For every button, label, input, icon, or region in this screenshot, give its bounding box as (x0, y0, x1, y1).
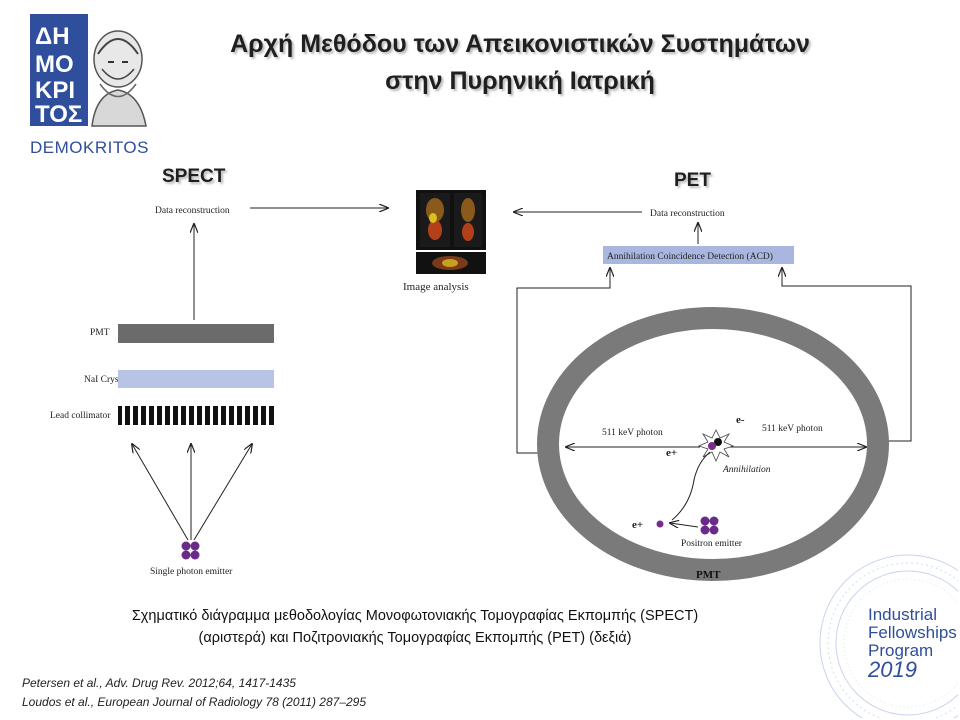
spect-ray-left (132, 444, 189, 541)
emitter-arrow (670, 523, 699, 527)
spect-data-reconstruction-label: Data reconstruction (155, 206, 230, 216)
program-circles-icon (819, 554, 958, 718)
slide-title-line1: Αρχή Μεθόδου των Απεικονιστικών Συστημάτ… (230, 30, 810, 58)
svg-text:ΚΡΙ: ΚΡΙ (35, 77, 75, 104)
program-line3: Program (868, 641, 934, 660)
crystal-bar (118, 370, 274, 388)
single-photon-emitter-icon (181, 541, 200, 560)
spect-ray-right (193, 444, 252, 541)
acd-box (603, 246, 794, 264)
caption-line1: Σχηματικό διάγραμμα μεθοδολογίας Μονοφωτ… (131, 608, 699, 624)
reference-2: Loudos et al., European Journal of Radio… (22, 695, 367, 709)
photon-left-label: 511 keV photon (602, 428, 663, 438)
pet-heading: PET (674, 170, 711, 191)
scan-images (416, 190, 486, 274)
svg-text:ΜΟ: ΜΟ (35, 51, 74, 78)
photon-right-label: 511 keV photon (762, 424, 823, 434)
svg-text:ΤΟΣ: ΤΟΣ (35, 101, 82, 128)
program-line2: Fellowships (868, 623, 957, 642)
single-photon-emitter-label: Single photon emitter (150, 567, 233, 577)
electron-dot (714, 438, 722, 446)
pet-left-wire (516, 268, 610, 454)
pet-detector-ring (537, 307, 889, 581)
e-plus-bottom-label: e+ (632, 519, 643, 531)
positron-dot-annihilation (708, 442, 716, 450)
acd-label: Annihilation Coincidence Detection (ACD) (607, 251, 773, 262)
image-analysis-label: Image analysis (403, 281, 469, 293)
program-year: 2019 (868, 657, 917, 682)
demokritos-logo: ΔΗ ΜΟ ΚΡΙ ΤΟΣ DEMOKRITOS (30, 14, 150, 157)
positron-emitter-icon (700, 516, 719, 535)
pet-data-reconstruction-label: Data reconstruction (650, 209, 725, 219)
pet-pmt-label: PMT (696, 569, 721, 581)
reference-1: Petersen et al., Adv. Drug Rev. 2012;64,… (22, 676, 296, 690)
collimator-label: Lead collimator (50, 411, 111, 421)
slide-title-line2: στην Πυρηνική Ιατρική (385, 67, 655, 95)
pmt-label: PMT (90, 328, 110, 338)
annihilation-label: Annihilation (722, 465, 771, 475)
e-plus-top-label: e+ (666, 447, 677, 459)
pet-right-wire (782, 268, 912, 442)
crystal-label: NaI Crystal (84, 375, 128, 385)
demokritos-emblem-icon: ΔΗ ΜΟ ΚΡΙ ΤΟΣ (30, 14, 147, 128)
imaging-diagram: Data reconstruction PMT NaI Crystal Lead… (50, 190, 912, 581)
industrial-fellowships-logo: Industrial Fellowships Program 2019 (798, 548, 958, 718)
positron-dot-emitted (656, 520, 664, 528)
demokritos-name: DEMOKRITOS (30, 138, 149, 157)
e-minus-label: e- (736, 414, 745, 426)
spect-heading: SPECT (162, 166, 226, 187)
annihilation-burst-icon (697, 429, 735, 462)
positron-emitter-label: Positron emitter (681, 539, 743, 549)
svg-text:ΔΗ: ΔΗ (35, 23, 70, 50)
program-line1: Industrial (868, 605, 937, 624)
collimator-bar (118, 406, 274, 425)
caption-line2: (αριστερά) και Ποζιτρονιακής Τομογραφίας… (198, 630, 632, 646)
positron-path (671, 451, 711, 521)
pmt-bar (118, 324, 274, 343)
